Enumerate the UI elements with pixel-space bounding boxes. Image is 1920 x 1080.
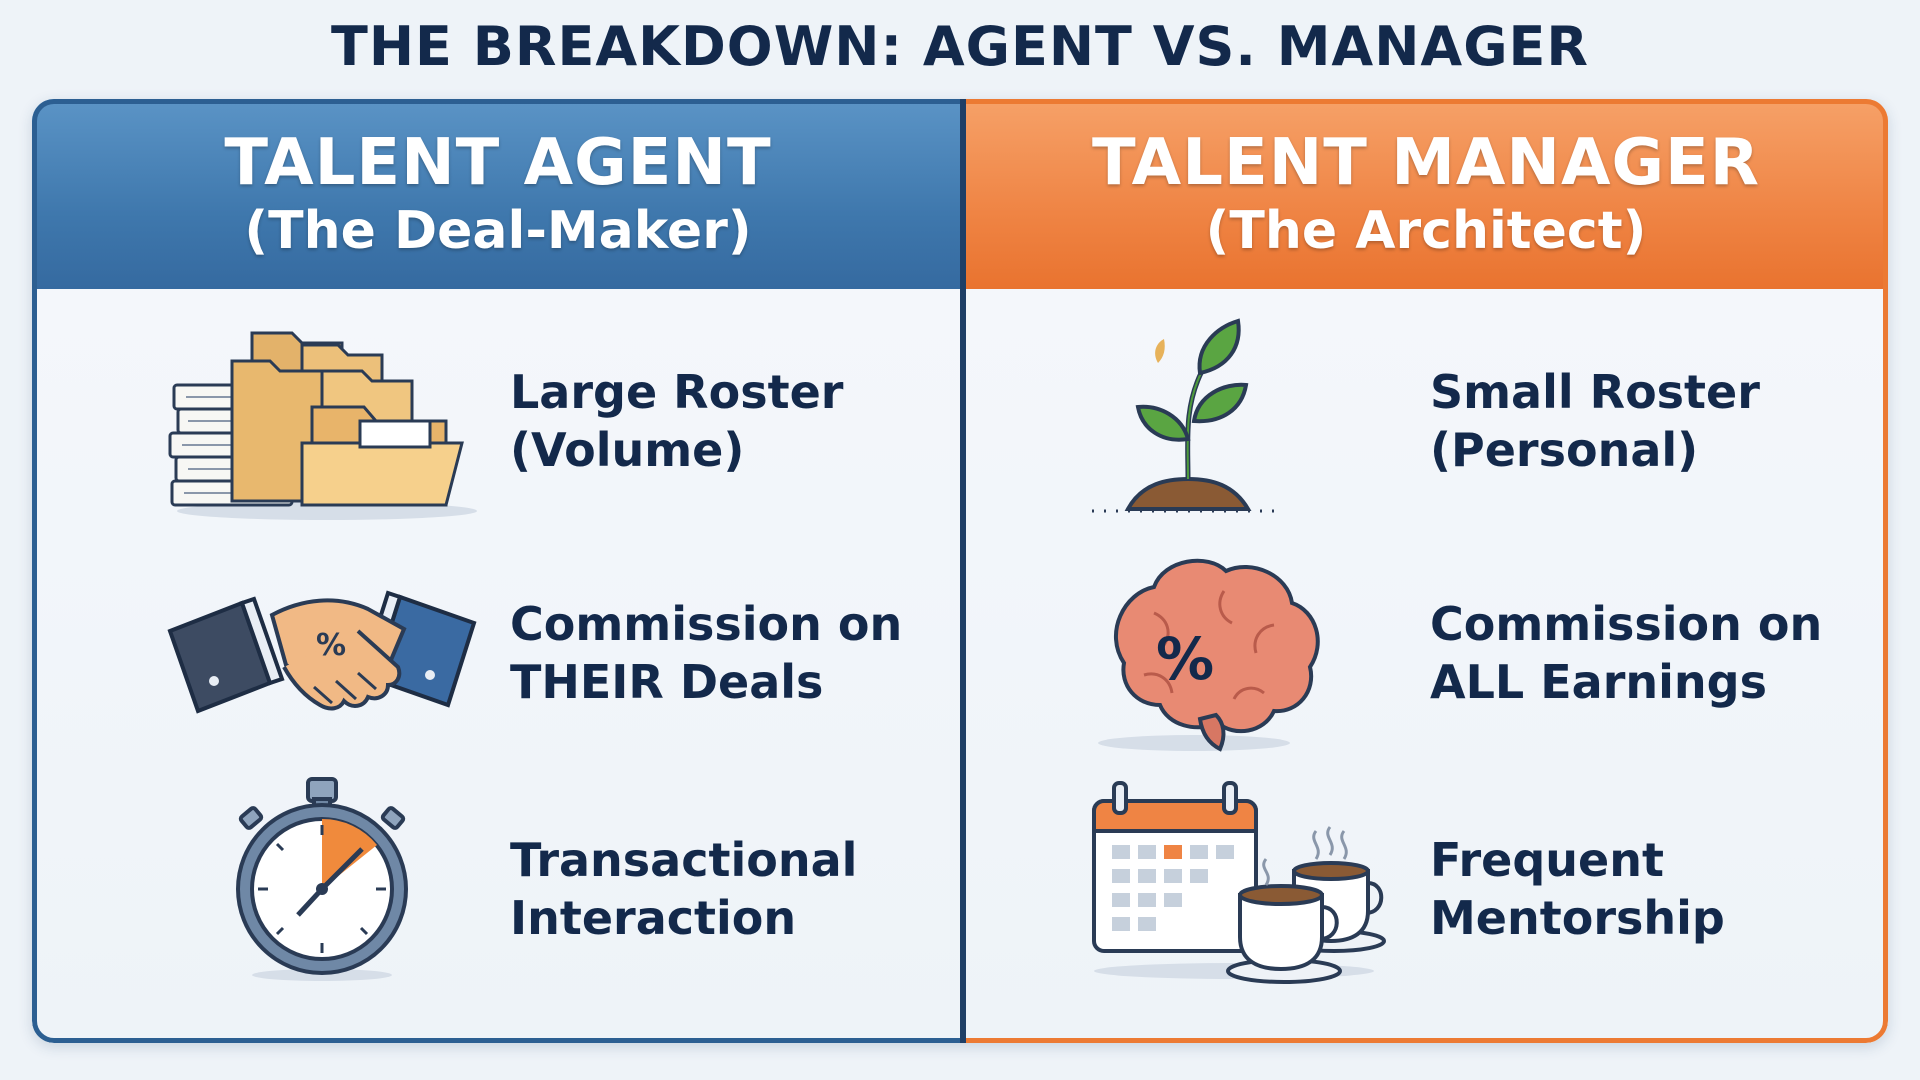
manager-item-mentorship: Frequent Mentorship xyxy=(964,771,1888,991)
agent-heading: TALENT AGENT xyxy=(224,126,772,200)
agent-item-interaction-line1: Transactional xyxy=(510,833,858,887)
manager-item-roster-text: Small Roster (Personal) xyxy=(1430,363,1870,479)
handshake-percent-label: % xyxy=(316,628,346,663)
manager-body: Small Roster (Personal) xyxy=(964,289,1888,1043)
manager-item-commission-line1: Commission on xyxy=(1430,597,1823,651)
manager-item-commission-line2: ALL Earnings xyxy=(1430,655,1767,709)
agent-item-commission-text: Commission on THEIR Deals xyxy=(510,595,950,711)
agent-item-roster: Large Roster (Volume) xyxy=(32,311,964,531)
manager-item-roster-line2: (Personal) xyxy=(1430,423,1699,477)
agent-subheading: (The Deal-Maker) xyxy=(244,201,752,261)
agent-item-roster-line2: (Volume) xyxy=(510,423,745,477)
manager-item-mentorship-line2: Mentorship xyxy=(1430,891,1725,945)
column-divider xyxy=(960,99,966,1043)
agent-item-roster-line1: Large Roster xyxy=(510,365,844,419)
manager-item-roster-line1: Small Roster xyxy=(1430,365,1760,419)
manager-header: TALENT MANAGER (The Architect) xyxy=(964,99,1888,289)
stopwatch-icon xyxy=(162,771,482,991)
agent-column: TALENT AGENT (The Deal-Maker) xyxy=(32,99,964,1043)
file-folders-icon xyxy=(162,311,482,531)
agent-item-roster-text: Large Roster (Volume) xyxy=(510,363,950,479)
manager-heading: TALENT MANAGER xyxy=(1091,126,1761,200)
calendar-coffee-icon xyxy=(1084,771,1404,991)
manager-item-mentorship-line1: Frequent xyxy=(1430,833,1664,887)
manager-item-commission-text: Commission on ALL Earnings xyxy=(1430,595,1870,711)
agent-body: Large Roster (Volume) xyxy=(32,289,964,1043)
agent-header: TALENT AGENT (The Deal-Maker) xyxy=(32,99,964,289)
manager-subheading: (The Architect) xyxy=(1205,201,1647,261)
agent-item-interaction-line2: Interaction xyxy=(510,891,797,945)
handshake-icon: % xyxy=(162,543,482,763)
agent-item-interaction-text: Transactional Interaction xyxy=(510,831,950,947)
brain-icon: % xyxy=(1084,543,1404,763)
page-title: THE BREAKDOWN: AGENT VS. MANAGER xyxy=(331,15,1589,78)
agent-item-commission-line1: Commission on xyxy=(510,597,903,651)
agent-item-interaction: Transactional Interaction xyxy=(32,771,964,991)
manager-item-roster: Small Roster (Personal) xyxy=(964,311,1888,531)
agent-item-commission: % Commission on THEIR Deals xyxy=(32,543,964,763)
sprout-icon xyxy=(1084,311,1404,531)
manager-column: TALENT MANAGER (The Architect) xyxy=(964,99,1888,1043)
manager-item-mentorship-text: Frequent Mentorship xyxy=(1430,831,1870,947)
agent-item-commission-line2: THEIR Deals xyxy=(510,655,824,709)
comparison-panel: TALENT AGENT (The Deal-Maker) xyxy=(32,99,1888,1043)
brain-percent-label: % xyxy=(1156,625,1214,693)
manager-item-commission: % Commission on ALL Earnings xyxy=(964,543,1888,763)
